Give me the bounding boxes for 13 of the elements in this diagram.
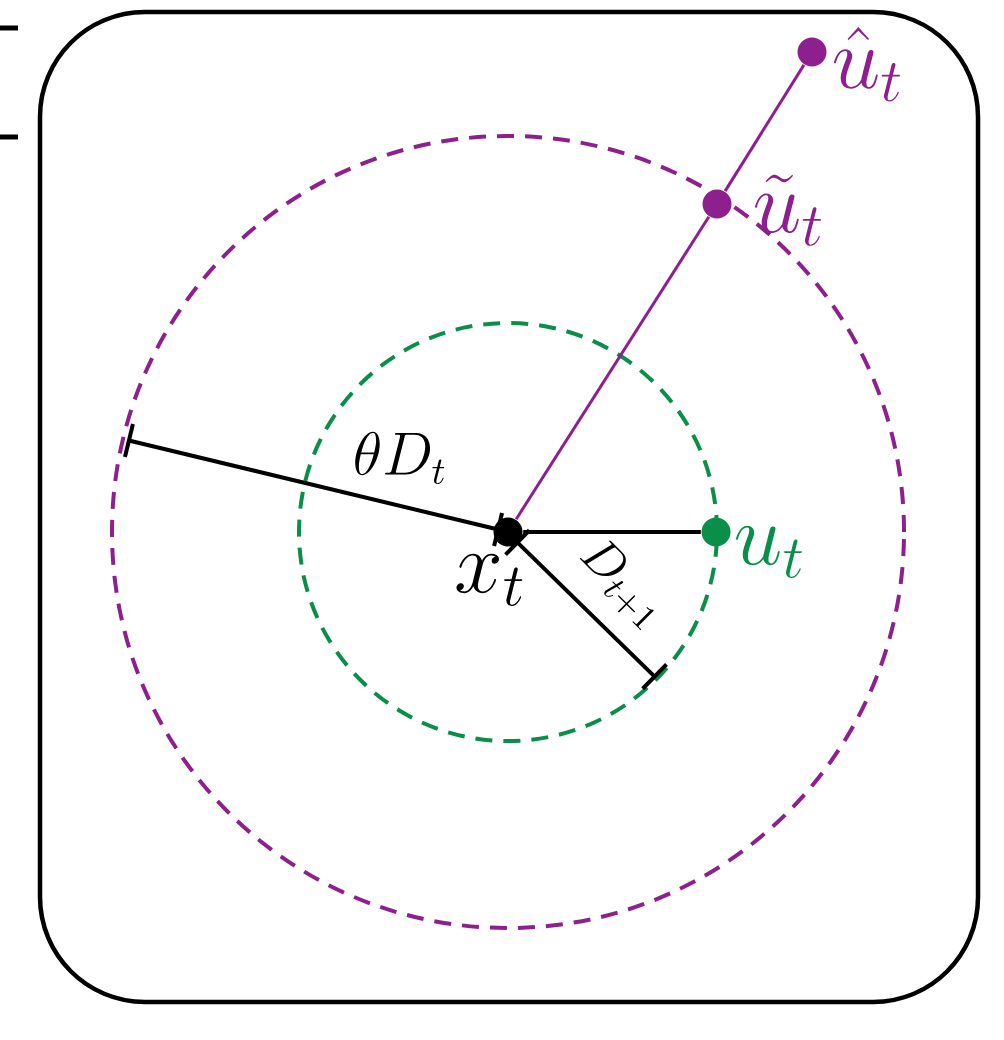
node-label: $u_t$ bbox=[736, 525, 802, 578]
dimension-label: $D_{t+1}$ bbox=[579, 540, 654, 631]
connector-line bbox=[523, 530, 701, 534]
node-label: $x_t$ bbox=[456, 553, 523, 606]
labeled-point: $x_t$ bbox=[456, 517, 523, 606]
labeled-point: $u_t$ bbox=[701, 517, 802, 578]
connector-line bbox=[723, 64, 806, 192]
labeled-point: $\hat{u}_t$ bbox=[797, 27, 900, 102]
labeled-point: $\tilde{u}_t$ bbox=[702, 174, 821, 246]
dimension-label: $\theta D_t$ bbox=[355, 431, 445, 485]
connector-line bbox=[514, 216, 711, 520]
node-label: $\tilde{u}_t$ bbox=[755, 174, 821, 246]
node-label: $\hat{u}_t$ bbox=[834, 27, 900, 102]
